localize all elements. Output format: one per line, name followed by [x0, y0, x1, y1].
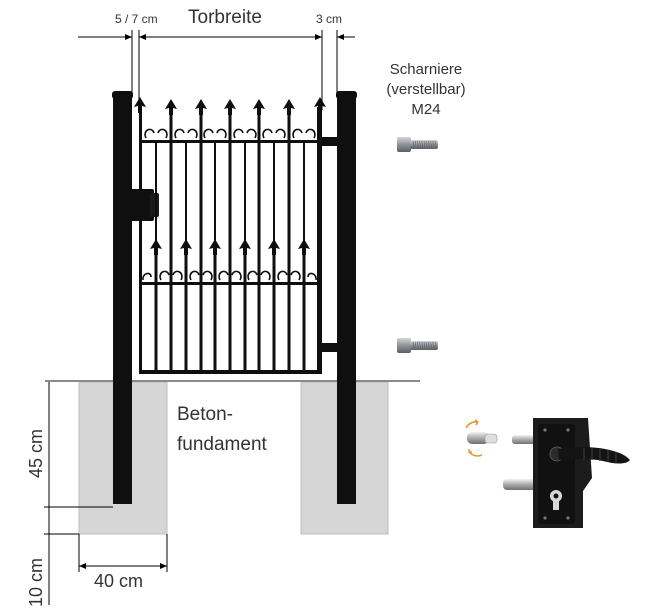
depth-45-label: 45 cm — [26, 429, 46, 478]
hinge-bolt-top-icon — [397, 137, 438, 152]
dimension-lines-left — [44, 382, 168, 605]
hinge-bolt-bottom-icon — [397, 338, 438, 353]
post-right — [336, 91, 357, 504]
gap-right-label: 3 cm — [316, 12, 342, 26]
gate-lock-icon — [465, 418, 630, 528]
hinge-label-line2: (verstellbar) — [386, 81, 465, 98]
hinge-label-line1: Scharniere — [390, 61, 463, 78]
gap-left-label: 5 / 7 cm — [115, 12, 158, 26]
concrete-label-line1: Beton- — [177, 404, 233, 425]
gate-leaf — [134, 97, 338, 374]
gate-width-label: Torbreite — [188, 7, 262, 28]
hinge-label-line3: M24 — [411, 101, 440, 118]
depth-10-label: 10 cm — [26, 558, 46, 607]
concrete-label-line2: fundament — [177, 434, 268, 455]
post-left — [112, 91, 133, 504]
lock-box-icon — [128, 189, 159, 221]
dimension-lines-top — [78, 30, 355, 110]
rotate-arrows-icon — [465, 419, 483, 457]
width-40-label: 40 cm — [94, 571, 143, 591]
